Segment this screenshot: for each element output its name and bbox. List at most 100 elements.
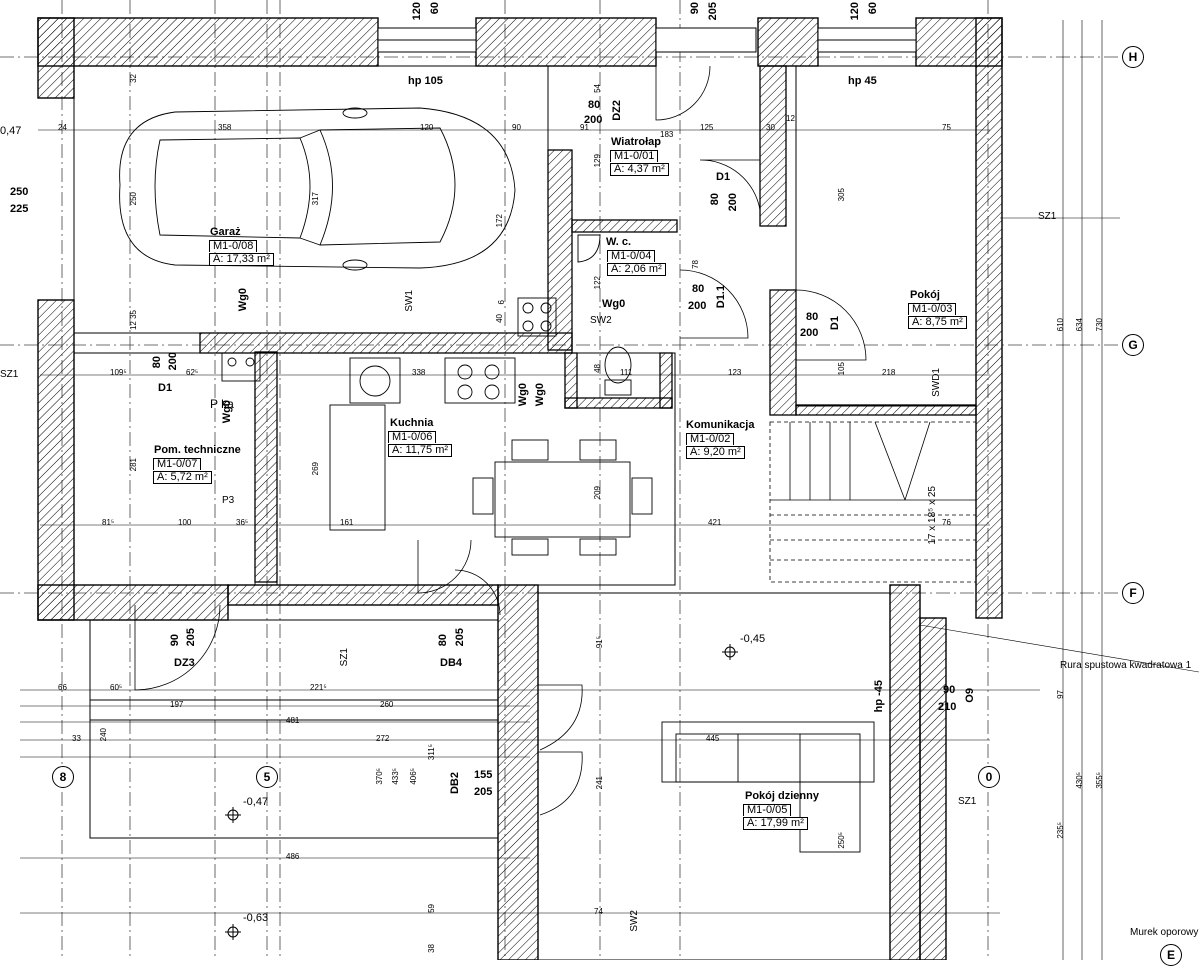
level-047: -0,47 xyxy=(243,796,269,808)
dim-241: 241 xyxy=(595,776,604,790)
dim-4065: 406⁵ xyxy=(409,768,418,785)
opening-205a: 205 xyxy=(185,628,197,647)
dim-32: 32 xyxy=(129,74,138,83)
stairs xyxy=(769,421,977,583)
axis-g: G xyxy=(1122,334,1144,356)
room-area-komunikacja: A: 9,20 m² xyxy=(686,446,745,459)
dim-33: 33 xyxy=(72,734,81,743)
opening-60b: 60 xyxy=(867,2,879,15)
dim-486: 486 xyxy=(286,852,300,861)
dim-305: 305 xyxy=(837,188,846,202)
room-area-garaz: A: 17,33 m² xyxy=(209,253,274,266)
dim-91: 91 xyxy=(580,123,589,132)
dim-66: 66 xyxy=(58,683,67,692)
label-wg0-d: Wg0 xyxy=(534,383,546,407)
opening-d1a: D1 xyxy=(716,171,731,183)
dim-183: 183 xyxy=(660,130,674,139)
dim-250: 250 xyxy=(129,192,138,206)
opening-210: 210 xyxy=(938,701,957,713)
room-code-pokoj: M1-0/03 xyxy=(908,303,957,315)
opening-205c: 205 xyxy=(474,786,493,798)
dim-100: 100 xyxy=(178,518,192,527)
opening-120a: 120 xyxy=(411,2,423,21)
dim-4305: 430⁵ xyxy=(1075,772,1084,789)
dim-2215: 221⁵ xyxy=(310,683,327,692)
opening-205: 205 xyxy=(707,2,719,21)
opening-d1b: D1 xyxy=(829,316,841,331)
dim-281: 281 xyxy=(129,458,138,472)
opening-dz2: DZ2 xyxy=(611,100,623,121)
axis-e: E xyxy=(1160,944,1182,966)
dim-209: 209 xyxy=(593,486,602,500)
opening-dz3: DZ3 xyxy=(174,657,195,669)
label-stairs: 17 x 18⁵ x 25 xyxy=(927,486,938,545)
opening-200e: 200 xyxy=(167,352,179,371)
opening-200b: 200 xyxy=(727,193,739,212)
dim-218: 218 xyxy=(882,368,896,377)
door-swings xyxy=(134,65,867,816)
dim-75: 75 xyxy=(942,123,951,132)
label-wg0-b: Wg0 xyxy=(602,298,626,310)
dim-1095: 109⁵ xyxy=(110,368,127,377)
label-swd1: SWD1 xyxy=(931,368,942,397)
opening-80b: 80 xyxy=(709,193,721,206)
opening-90a: 90 xyxy=(169,634,181,647)
opening-155: 155 xyxy=(474,769,493,781)
label-sz1-b: SZ1 xyxy=(0,369,19,380)
dim-38: 38 xyxy=(427,944,436,953)
car-outline xyxy=(119,107,516,271)
dim-90: 90 xyxy=(512,123,521,132)
opening-200d: 200 xyxy=(800,327,819,339)
room-name-wc: W. c. xyxy=(606,236,632,248)
label-hp45b: hp -45 xyxy=(873,680,885,713)
wc-fixtures xyxy=(221,234,632,396)
dim-610: 610 xyxy=(1056,318,1065,332)
level-063: -0,63 xyxy=(243,912,269,924)
label-murek: Murek oporowy xyxy=(1130,927,1199,938)
dim-74: 74 xyxy=(594,907,603,916)
room-code-wiatrolap: M1-0/01 xyxy=(610,150,659,162)
opening-200a: 200 xyxy=(584,114,603,126)
label-pka: P ka xyxy=(210,397,234,411)
room-name-pom-techniczne: Pom. techniczne xyxy=(154,444,241,456)
dim-338: 338 xyxy=(412,368,426,377)
room-name-pokoj-dzienny: Pokój dzienny xyxy=(745,790,819,802)
dim-3115: 311⁵ xyxy=(427,744,436,761)
label-hp45: hp 45 xyxy=(848,75,877,87)
dim-24: 24 xyxy=(58,123,67,132)
label-sz1-c: SZ1 xyxy=(339,648,350,667)
room-area-pokoj: A: 8,75 m² xyxy=(908,316,967,329)
dim-915: 91⁵ xyxy=(595,636,604,649)
room-name-garaz: Garaż xyxy=(210,226,241,238)
dim-48: 48 xyxy=(593,364,602,373)
opening-80d: 80 xyxy=(806,311,819,323)
room-name-komunikacja: Komunikacja xyxy=(686,419,755,431)
opening-db4: DB4 xyxy=(440,657,463,669)
opening-db2: DB2 xyxy=(449,772,461,795)
dim-730: 730 xyxy=(1095,318,1104,332)
dim-3705: 370⁵ xyxy=(375,768,384,785)
opening-80a: 80 xyxy=(588,99,601,111)
label-p3: P3 xyxy=(222,495,235,506)
level-047-top: 0,47 xyxy=(0,125,22,137)
level-045: -0,45 xyxy=(740,633,766,645)
room-code-pom-techniczne: M1-0/07 xyxy=(153,458,202,470)
opening-205b: 205 xyxy=(454,628,466,647)
sofa xyxy=(661,721,875,853)
opening-80f: 80 xyxy=(437,634,449,647)
dim-40: 40 xyxy=(495,314,504,323)
dim-172: 172 xyxy=(495,214,504,228)
room-area-pom-techniczne: A: 5,72 m² xyxy=(153,471,212,484)
level-markers xyxy=(225,644,738,940)
dim-76: 76 xyxy=(942,518,951,527)
room-name-wiatrolap: Wiatrołap xyxy=(611,136,662,148)
dim-3555: 355⁵ xyxy=(1095,772,1104,789)
dim-30: 30 xyxy=(766,123,775,132)
dim-78: 78 xyxy=(691,260,700,269)
label-wg0-c: Wg0 xyxy=(517,383,529,407)
dim-317: 317 xyxy=(311,192,320,206)
dim-125: 125 xyxy=(700,123,714,132)
opening-60a: 60 xyxy=(429,2,441,15)
opening-225: 225 xyxy=(10,203,29,215)
